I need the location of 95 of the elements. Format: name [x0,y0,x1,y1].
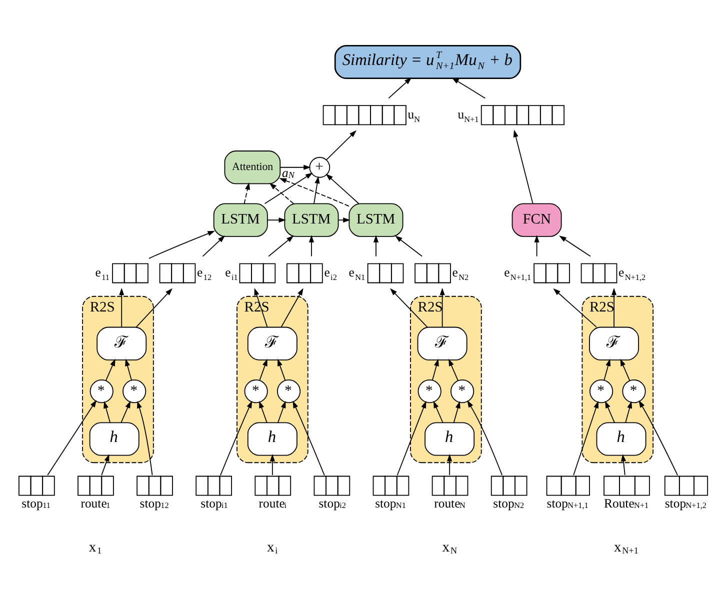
arrow [104,400,110,422]
node-box: LSTM [348,202,404,236]
node-label: stopN+1,1 [546,496,588,510]
arrow [278,400,286,422]
arrow [292,400,325,476]
node-label: stopi2 [318,496,346,510]
arrow [278,358,286,380]
node-box: h [596,422,646,456]
arrow [338,217,350,222]
label: xN+1 [614,538,638,555]
node-box: ℱ [589,326,639,360]
node-box: FCN [512,202,562,236]
arrow [326,130,357,160]
arrow [447,454,452,475]
arrow [270,454,275,475]
arrow [326,173,360,204]
arrow [620,358,630,381]
arrow [202,234,226,256]
node-label: stopN2 [493,496,524,510]
arrow [105,358,116,381]
arrow [279,178,350,206]
arrow [432,358,439,380]
arrow [440,287,445,327]
arrow [244,182,250,204]
arrow [513,129,534,204]
node-circle: * [450,379,474,403]
node-box: LSTM [213,202,268,236]
node-circle: * [244,379,268,403]
node-box: ℱ [417,326,468,360]
arrow [553,288,597,327]
arrow [604,358,611,380]
arrow [120,400,131,422]
arrow [390,288,428,327]
node-label: route1 [80,496,110,510]
node-box: ℱ [247,326,298,360]
node-label: stop11 [22,496,50,510]
arrow [137,400,153,476]
arrow [268,235,294,256]
node-circle: * [276,379,301,403]
arrow [119,287,124,327]
node-label: routei [258,496,287,510]
arrow [259,358,268,380]
arrow [534,234,540,256]
arrow [395,235,422,256]
arrow [269,182,294,204]
arrow [452,77,486,98]
arrow [47,399,97,476]
node-circle: + [309,156,330,178]
arrow [220,400,252,476]
node-circle: * [90,379,114,403]
label: xi [266,538,278,555]
node-box: h [89,422,140,456]
arrow [308,234,314,256]
arrow [605,400,615,422]
arrow [453,400,460,422]
arrow [125,358,132,380]
arrow [101,454,110,475]
node-circle: * [418,379,442,403]
edge-label: aN [282,166,294,180]
node-label: stopN1 [375,496,406,510]
arrow [573,400,598,476]
node-circle: * [589,379,614,403]
arrow [620,454,626,475]
arrow [625,400,632,422]
arrow [280,288,304,327]
arrow [267,217,286,222]
node-label: stopN+1,2 [664,496,706,510]
arrow [467,400,502,476]
node-box: h [424,422,475,456]
node-circle: * [622,379,646,403]
label: x1 [88,538,102,555]
arrow [433,400,444,422]
arrow [259,400,268,422]
node-label: stopi1 [200,496,228,510]
node-label: RouteN+1 [604,496,649,510]
arrow [148,230,215,258]
node-box: h [247,422,298,456]
arrow [448,358,458,381]
arrow [264,172,313,204]
arrow [314,176,320,204]
node-label: stop12 [140,496,169,510]
node-label: routeN [434,496,466,510]
arrow [396,400,426,476]
arrow [638,400,678,476]
arrow [559,235,591,256]
arrow [136,288,172,327]
label: xN [442,538,458,555]
node-box: LSTM [284,202,339,236]
node-box: Attention [224,150,281,184]
node-box: ℱ [96,326,147,360]
arrow [388,76,412,98]
node-circle: * [122,379,146,403]
arrow [373,234,379,256]
arrow [280,164,311,170]
arrow [611,287,617,327]
